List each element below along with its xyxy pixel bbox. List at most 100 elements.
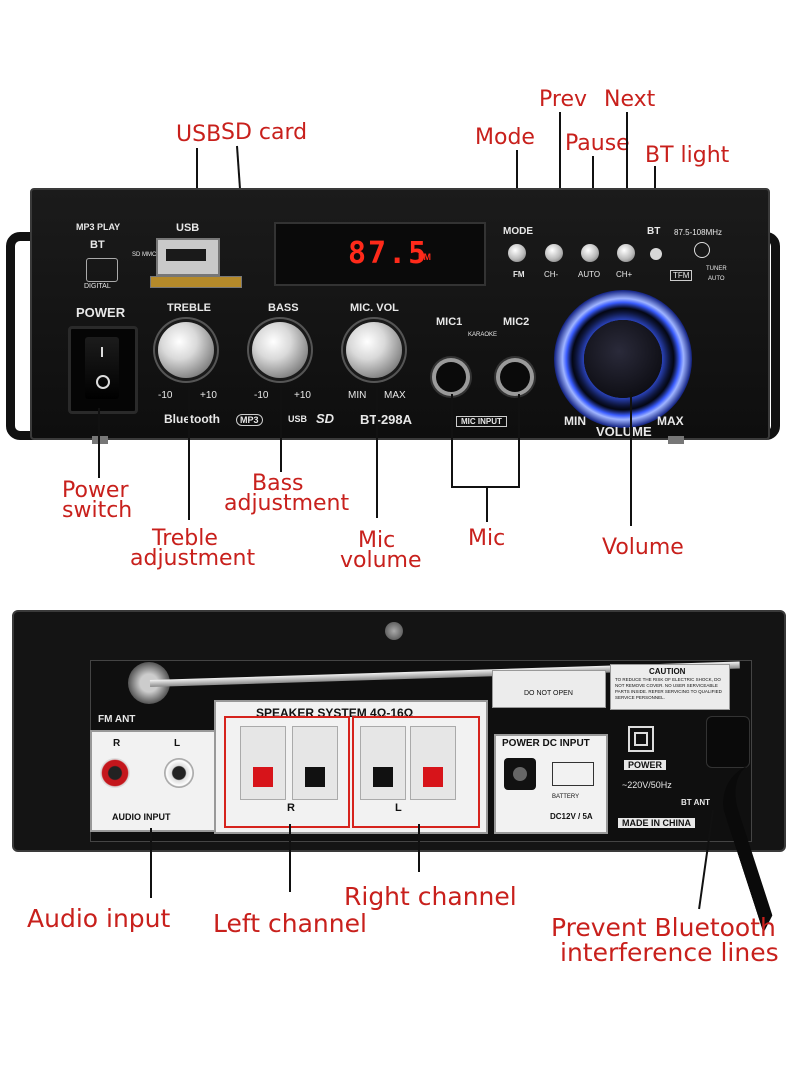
mode-leader (516, 150, 518, 222)
audio-input-leader (150, 828, 152, 898)
prev-button[interactable] (545, 244, 563, 262)
tuner-icon (694, 242, 710, 258)
bt-ant-label: BT ANT (681, 798, 711, 807)
left-plus-terminal[interactable] (240, 726, 286, 800)
bass-max-label: +10 (294, 390, 311, 401)
treble-min-label: -10 (158, 390, 173, 401)
audio-l-label: L (174, 738, 181, 749)
usb-logo: USB (288, 414, 308, 424)
usb-port-label: USB (176, 222, 200, 234)
prev-leader (559, 112, 561, 224)
bass-leader (280, 384, 282, 472)
mic-vol-min-label: MIN (348, 390, 367, 401)
caution-label: CAUTION (649, 667, 686, 676)
mic2-leader (518, 394, 520, 486)
bass-callout-2: adjustment (224, 491, 350, 516)
left-channel-box (224, 716, 350, 828)
tuner-auto-label: AUTO (708, 276, 725, 282)
usb-port[interactable] (156, 238, 220, 276)
treble-label: TREBLE (167, 302, 211, 314)
mode-button[interactable] (508, 244, 526, 262)
mic-volume-knob[interactable] (346, 322, 402, 378)
mic-input-label: MIC INPUT (456, 416, 507, 427)
prevent-bt-callout-1: Prevent Bluetooth (551, 913, 776, 942)
sd-card-callout: SD card (221, 120, 308, 145)
right-plus-terminal[interactable] (410, 726, 456, 800)
mic-vol-label: MIC. VOL (350, 302, 399, 314)
power-switch[interactable] (68, 326, 138, 414)
bass-label: BASS (268, 302, 299, 314)
left-channel-callout: Left channel (213, 909, 367, 938)
caution-text: TO REDUCE THE RISK OF ELECTRIC SHOCK, DO… (615, 677, 722, 700)
volume-leader (630, 392, 632, 526)
mic-volume-callout-1: Mic (358, 528, 396, 553)
battery-label: BATTERY (552, 794, 580, 800)
volume-min-label: MIN (564, 414, 586, 428)
speaker-r-label: R (287, 802, 295, 814)
power-switch-rocker (85, 337, 119, 399)
bt-led (650, 248, 662, 260)
power-switch-callout-2: switch (62, 498, 133, 523)
treble-callout-1: Treble (152, 526, 218, 551)
model-label: BT-298A (360, 412, 413, 427)
caution-box: CAUTION TO REDUCE THE RISK OF ELECTRIC S… (610, 664, 730, 710)
dc-jack[interactable] (504, 758, 536, 790)
mic-vol-max-label: MAX (384, 390, 406, 401)
rear-screw (385, 622, 403, 640)
freq-range-label: 87.5-108MHz (674, 228, 723, 237)
karaoke-label: KARAOKE (468, 332, 498, 338)
mic1-leader (451, 394, 453, 486)
mic2-label: MIC2 (503, 316, 530, 328)
digital-label: DIGITAL (84, 283, 111, 290)
bt-led-label: BT (647, 226, 661, 237)
power-cord-plug[interactable] (706, 716, 750, 768)
made-in-china-label: MADE IN CHINA (618, 818, 695, 828)
tuner-label: TUNER (706, 266, 727, 272)
mic-leader-bar (451, 486, 520, 488)
right-channel-box (352, 716, 480, 828)
rca-right-jack[interactable] (100, 758, 130, 788)
bass-callout-1: Bass (252, 471, 304, 496)
right-minus-terminal[interactable] (360, 726, 406, 800)
sd-logo: SD (316, 411, 335, 426)
ac-rating-label: ~220V/50Hz (622, 780, 672, 790)
audio-input-label: AUDIO INPUT (112, 812, 171, 822)
battery-icon (552, 762, 594, 786)
bass-knob[interactable] (252, 322, 308, 378)
pause-button[interactable] (581, 244, 599, 262)
display-frequency: 87.5 (348, 236, 429, 271)
bt-light-callout: BT light (645, 143, 730, 168)
treble-callout-2: adjustment (130, 546, 256, 571)
bt-label: BT (90, 239, 105, 251)
mic-volume-callout-2: volume (340, 548, 422, 573)
mp3-play-label: MP3 PLAY (76, 222, 121, 232)
led-display: 87.5 FM (274, 222, 486, 286)
rca-left-jack[interactable] (164, 758, 194, 788)
left-channel-leader (289, 824, 291, 892)
mode-label: MODE (503, 226, 533, 237)
right-channel-leader (418, 824, 420, 872)
usb-callout: USB (176, 122, 222, 147)
mic1-jack[interactable] (436, 362, 466, 392)
sd-mmc-label: SD MMC (132, 252, 157, 258)
prevent-bt-callout-2: interference lines (560, 938, 779, 967)
next-callout: Next (604, 87, 656, 112)
power-dc-panel (494, 734, 608, 834)
ch-minus-label: CH- (544, 270, 559, 279)
power-dc-input-label: POWER DC INPUT (502, 738, 590, 749)
volume-callout: Volume (602, 535, 684, 560)
volume-max-label: MAX (657, 414, 684, 428)
next-leader (626, 112, 628, 224)
mic-leader-stem (486, 486, 488, 522)
sd-card-slot[interactable] (150, 276, 242, 288)
right-channel-callout: Right channel (344, 882, 517, 911)
volume-knob[interactable] (584, 320, 662, 398)
left-minus-terminal[interactable] (292, 726, 338, 800)
audio-input-callout: Audio input (27, 904, 171, 933)
prev-callout: Prev (539, 87, 587, 112)
digital-logo (86, 258, 118, 282)
mic2-jack[interactable] (500, 362, 530, 392)
fm-ant-label: FM ANT (98, 714, 136, 725)
treble-knob[interactable] (158, 322, 214, 378)
next-button[interactable] (617, 244, 635, 262)
